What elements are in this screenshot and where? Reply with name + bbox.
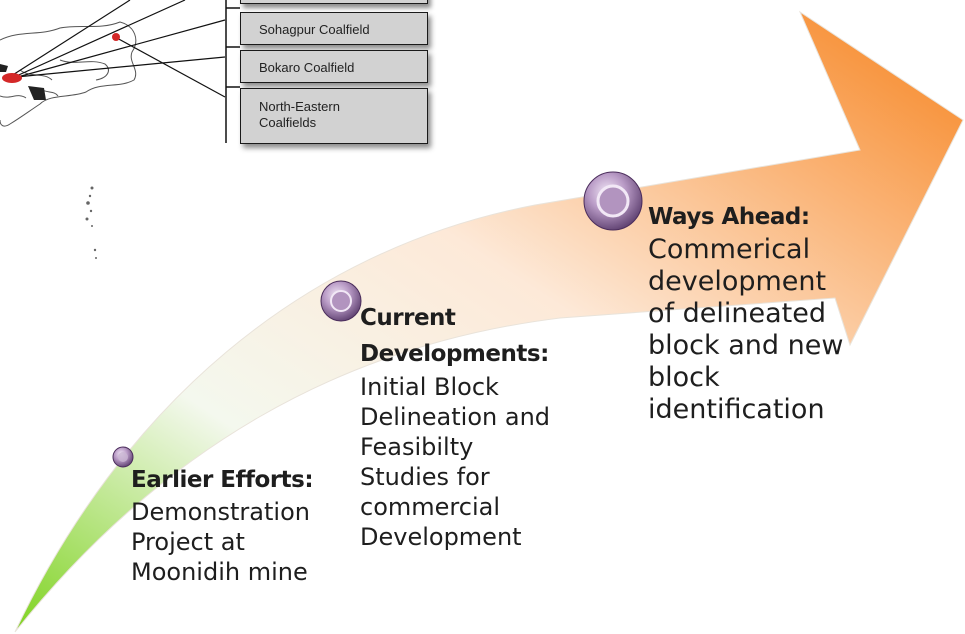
map-dark-patches [0,64,46,100]
map-markers [2,33,120,83]
coalfield-label: Bokaro Coalfield [259,60,355,75]
coalfield-box-top-partial [240,0,428,4]
stage-bullets [112,171,643,468]
coalfield-box-north-eastern: North-Eastern Coalfields [240,88,428,144]
stage-current-developments: Current Developments: Initial Block Deli… [360,300,560,552]
stage-earlier-efforts: Earlier Efforts: Demonstration Project a… [131,463,331,587]
stage-heading: Current Developments: [360,305,549,367]
stage-description: Commerical development of delineated blo… [648,234,844,425]
bullet-earlier-efforts [112,446,134,468]
coalfield-label: Sohagpur Coalfield [259,22,370,37]
connector-lines [7,0,226,98]
bullet-ways-ahead [583,171,643,231]
marker-west [2,73,22,83]
progress-arrow [14,10,964,633]
coalfield-bracket [225,0,240,143]
bullet-current-developments [320,280,362,322]
stage-description: Demonstration Project at Moonidih mine [131,498,310,586]
marker-east [112,33,120,41]
coalfield-box-sohagpur: Sohagpur Coalfield [240,12,428,45]
coalfield-label: North-Eastern Coalfields [259,99,340,130]
stage-ways-ahead: Ways Ahead: Commerical development of de… [648,200,848,426]
andaman-islands [85,186,97,259]
stage-heading: Earlier Efforts: [131,467,314,493]
stage-description: Initial Block Delineation and Feasibilty… [360,373,551,551]
coalfield-box-bokaro: Bokaro Coalfield [240,50,428,83]
stage-heading: Ways Ahead: [648,204,810,230]
